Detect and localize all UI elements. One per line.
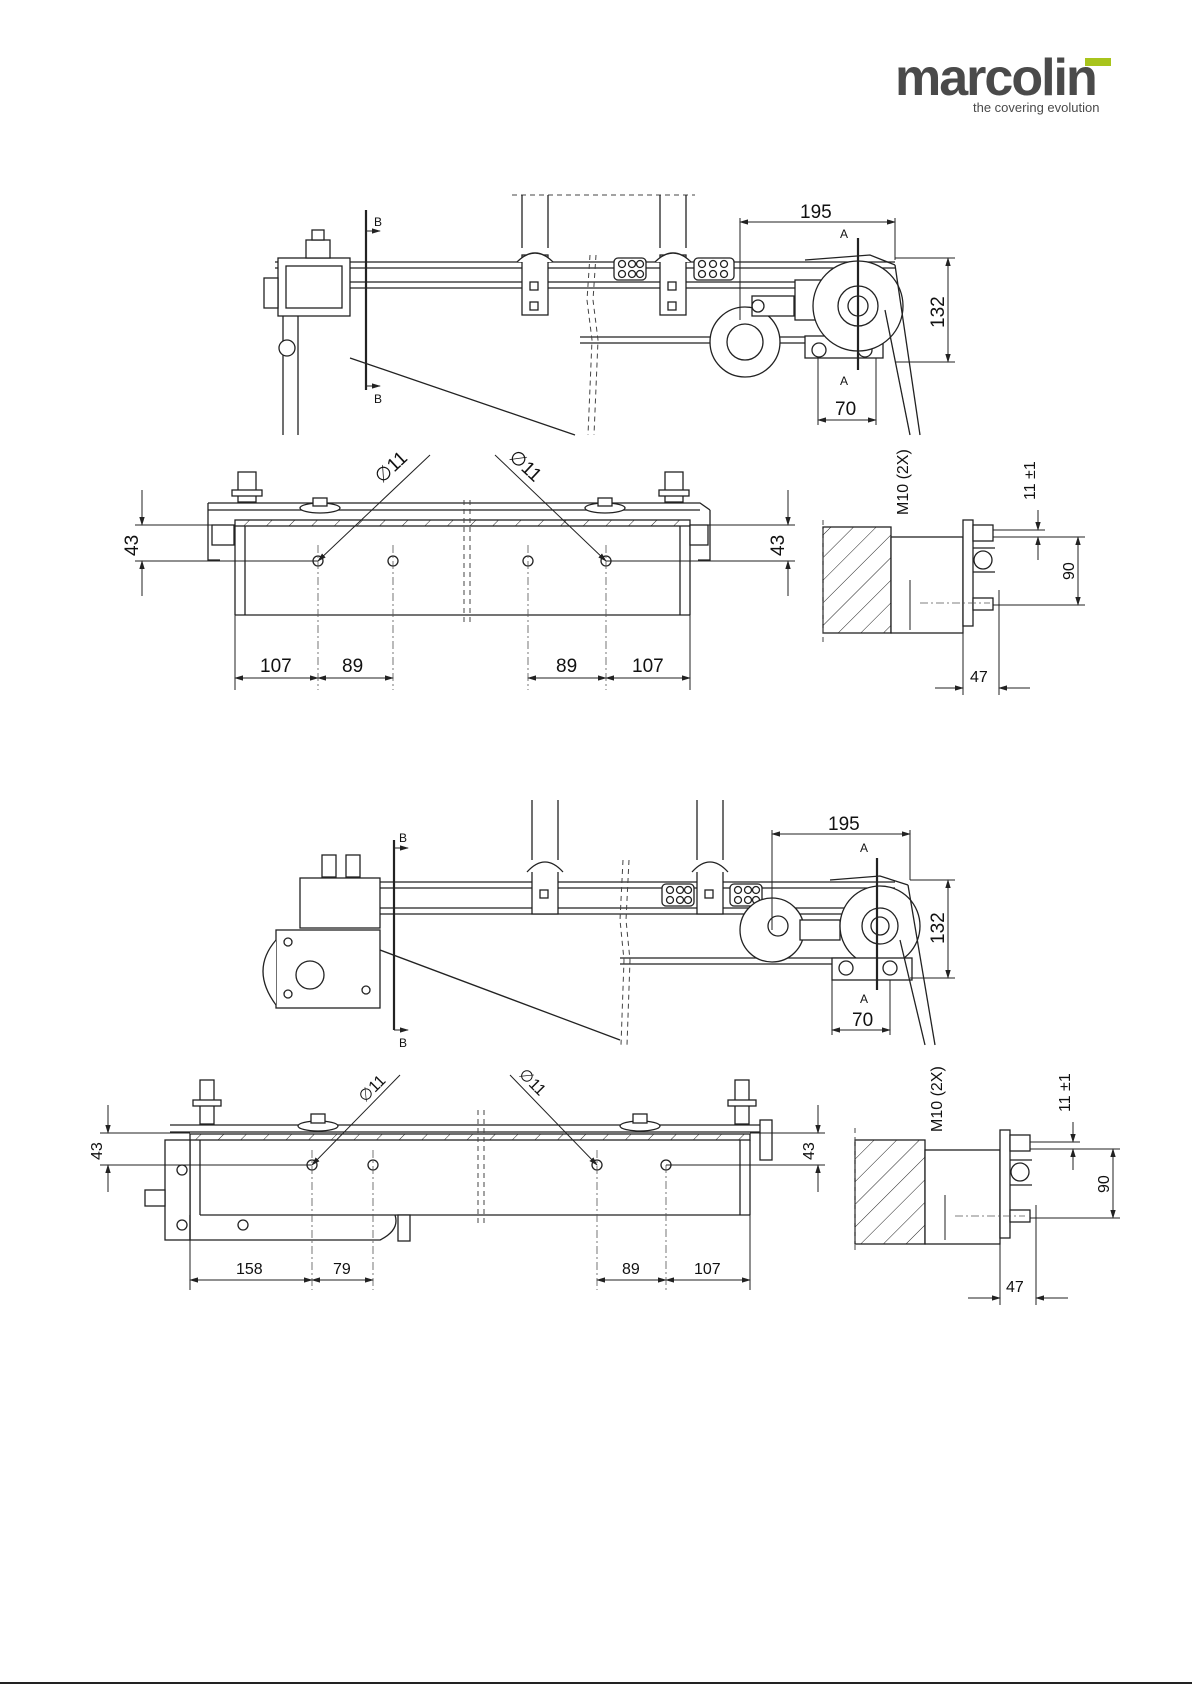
drawing2-dim-hole-left: ∅11 (356, 1072, 390, 1106)
drawing2-side-thread: M10 (2X) (929, 1066, 946, 1132)
drawing1-dim-195: 195 (800, 202, 832, 223)
drawing1-section-a-top: A (840, 227, 848, 241)
drawing2-dim-107: 107 (694, 1261, 721, 1278)
drawing1-top-view: A A B B 195 132 70 (264, 195, 955, 435)
drawing1-dim-132: 132 (928, 296, 949, 328)
drawing1-side-section: M10 (2X) 11 ±1 90 47 (823, 449, 1085, 695)
drawing1-front-view: ∅11 ∅11 43 43 107 89 89 107 (122, 446, 795, 690)
drawing2-front-view: ∅11 ∅11 43 43 158 79 89 107 (89, 1066, 825, 1290)
drawing2-section-b-top: B (399, 831, 407, 845)
drawing2-side-section: M10 (2X) 11 ±1 90 47 (855, 1066, 1120, 1305)
drawing2-dim-195: 195 (828, 814, 860, 835)
drawing1-section-b-top: B (374, 215, 382, 229)
drawing2-dim-132: 132 (928, 912, 949, 944)
drawing2-section-a-bottom: A (860, 992, 868, 1006)
drawing2-top-view: A A B B 195 132 70 (263, 800, 955, 1050)
drawing2-chain-block-left (662, 884, 694, 906)
drawing1-section-b-bottom: B (374, 392, 382, 406)
drawing2-dim-158: 158 (236, 1261, 263, 1278)
drawing1-dim-hole-left: ∅11 (371, 448, 412, 488)
drawing1-side-tol: 11 ±1 (1022, 461, 1039, 500)
drawing2-side-width: 47 (1006, 1279, 1024, 1296)
drawing1-section-a-bottom: A (840, 374, 848, 388)
drawing2-dim-hole-right: ∅11 (515, 1066, 549, 1100)
drawing1-dim-43-left: 43 (122, 535, 143, 556)
drawing1-chain-block-right (694, 258, 734, 280)
drawing2-dim-43-right: 43 (801, 1142, 818, 1160)
drawing1-dim-43-right: 43 (768, 535, 789, 556)
drawing2-dim-43-left: 43 (89, 1142, 106, 1160)
drawing1-side-thread: M10 (2X) (895, 449, 912, 515)
drawing1-side-height: 90 (1061, 562, 1078, 580)
drawing2-section-b-bottom: B (399, 1036, 407, 1050)
drawing1-dim-70: 70 (835, 399, 856, 420)
drawing2-dim-70: 70 (852, 1010, 873, 1031)
drawing2-dim-79: 79 (333, 1261, 351, 1278)
drawing2-side-tol: 11 ±1 (1057, 1073, 1074, 1112)
drawing2-section-a-top: A (860, 841, 868, 855)
drawing1-dim-107-right: 107 (632, 656, 664, 677)
drawing1-side-width: 47 (970, 669, 988, 686)
drawing1-dim-107-left: 107 (260, 656, 292, 677)
drawing1-dim-hole-right: ∅11 (505, 446, 546, 486)
drawing1-chain-block-left (614, 258, 646, 280)
drawing1-dim-89-right: 89 (556, 656, 577, 677)
drawing2-dim-89: 89 (622, 1261, 640, 1278)
drawing1-dim-89-left: 89 (342, 656, 363, 677)
drawing2-side-height: 90 (1096, 1175, 1113, 1193)
